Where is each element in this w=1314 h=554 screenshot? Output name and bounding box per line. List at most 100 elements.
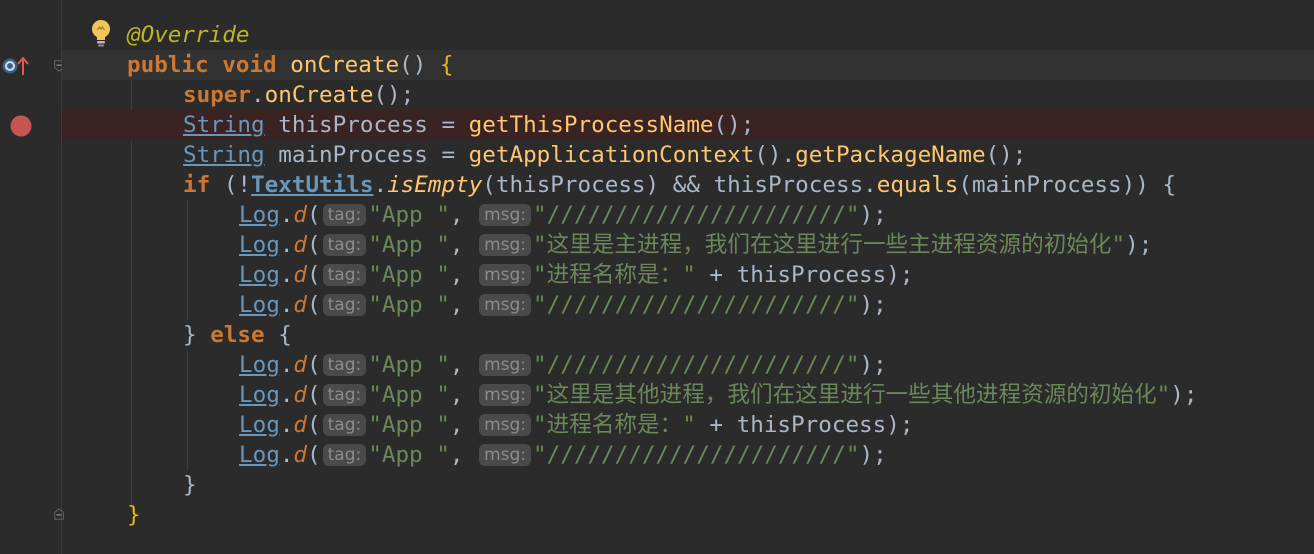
type-reference[interactable]: Log [239,352,280,378]
type-reference[interactable]: Log [239,232,280,258]
fold-open-icon[interactable] [53,60,65,72]
string-literal: "App " [368,412,450,438]
indent-guide [131,80,132,510]
punct: , [449,412,478,438]
punct: , [449,382,478,408]
string-literal: "这里是主进程，我们在这里进行一些主进程资源的初始化" [533,232,1126,258]
punct: (). [754,142,796,168]
punct: , [449,202,478,228]
code-line-16[interactable]: } [62,470,1314,500]
static-method-call[interactable]: d [293,412,308,438]
punct: ( [307,202,321,228]
code-line-4[interactable]: String thisProcess = getThisProcessName(… [62,110,1314,140]
code-line-14[interactable]: Log.d(tag:"App ", msg:"进程名称是：" + thisPro… [62,410,1314,440]
indent-guide [187,200,188,320]
type-reference[interactable]: String [183,142,265,168]
code-line-7[interactable]: Log.d(tag:"App ", msg:"/////////////////… [62,200,1314,230]
code-line-2[interactable]: public void onCreate() { [62,50,1314,80]
type-reference[interactable]: TextUtils [251,172,374,198]
static-method-call[interactable]: d [293,442,308,468]
param-hint-tag: tag: [322,384,367,406]
param-hint-tag: tag: [322,444,367,466]
punct: . [279,382,294,408]
punct: . [279,262,294,288]
type-reference[interactable]: Log [239,262,280,288]
static-method-call[interactable]: d [293,232,308,258]
param-hint-msg: msg: [479,384,532,406]
close-brace: } [183,472,197,498]
close-brace: } [127,502,141,528]
open-brace: { [439,52,454,78]
code-line-9[interactable]: Log.d(tag:"App ", msg:"进程名称是：" + thisPro… [62,260,1314,290]
punct: , [449,232,478,258]
param-hint-msg: msg: [479,354,532,376]
punct: , [449,262,478,288]
code-line-6[interactable]: if (!TextUtils.isEmpty(thisProcess) && t… [62,170,1314,200]
punct: ); [859,442,887,468]
punct: . [251,82,265,108]
param-hint-msg: msg: [479,234,532,256]
punct: ( [307,292,321,318]
punct: ); [1170,382,1198,408]
string-literal: "进程名称是：" [533,412,696,438]
type-reference[interactable]: Log [239,202,280,228]
static-method-call[interactable]: d [293,382,308,408]
static-method-call[interactable]: d [293,292,308,318]
keyword: super [183,82,252,108]
expression: + thisProcess); [695,412,914,438]
method-name[interactable]: onCreate [290,52,400,78]
static-method-call[interactable]: d [293,352,308,378]
method-call[interactable]: getThisProcessName [468,112,714,138]
punct: ( [307,352,321,378]
type-reference[interactable]: Log [239,442,280,468]
punct: . [279,442,294,468]
method-call[interactable]: getPackageName [795,142,986,168]
string-literal: "App " [368,352,450,378]
punct: ( [307,442,321,468]
string-literal: "这里是其他进程，我们在这里进行一些其他进程资源的初始化" [533,382,1171,408]
code-line-17[interactable]: } [62,500,1314,530]
punct: . [279,292,294,318]
type-reference[interactable]: Log [239,292,280,318]
breakpoint-icon[interactable] [9,114,33,138]
type-reference[interactable]: String [183,112,265,138]
editor-gutter[interactable] [0,0,65,554]
code-line-10[interactable]: Log.d(tag:"App ", msg:"/////////////////… [62,290,1314,320]
code-area[interactable]: @Override public void onCreate() { super… [62,0,1314,554]
code-line-13[interactable]: Log.d(tag:"App ", msg:"这里是其他进程，我们在这里进行一些… [62,380,1314,410]
punct: . [373,172,388,198]
override-method-icon[interactable] [1,55,31,77]
code-line-8[interactable]: Log.d(tag:"App ", msg:"这里是主进程，我们在这里进行一些主… [62,230,1314,260]
fold-close-icon[interactable] [53,508,65,520]
method-call[interactable]: onCreate [264,82,374,108]
param-hint-msg: msg: [479,444,532,466]
indent-guide [187,350,188,470]
code-line-15[interactable]: Log.d(tag:"App ", msg:"/////////////////… [62,440,1314,470]
param-hint-tag: tag: [322,204,367,226]
punct: ( [307,232,321,258]
param-hint-msg: msg: [479,264,532,286]
type-reference[interactable]: Log [239,412,280,438]
code-line-3[interactable]: super.onCreate(); [62,80,1314,110]
code-line-5[interactable]: String mainProcess = getApplicationConte… [62,140,1314,170]
lightbulb-icon[interactable] [89,18,113,48]
code-line-1[interactable]: @Override [62,20,1314,50]
punct: , [449,442,478,468]
static-method-call[interactable]: d [293,202,308,228]
punct: ); [859,352,887,378]
type-reference[interactable]: Log [239,382,280,408]
punct: (); [373,82,415,108]
static-method-call[interactable]: isEmpty [387,172,483,198]
expression: (thisProcess) && thisProcess. [482,172,877,198]
code-line-12[interactable]: Log.d(tag:"App ", msg:"/////////////////… [62,350,1314,380]
method-call[interactable]: getApplicationContext [468,142,755,168]
code-line-11[interactable]: } else { [62,320,1314,350]
punct: ( [307,262,321,288]
static-method-call[interactable]: d [293,262,308,288]
method-call[interactable]: equals [876,172,959,198]
string-literal: "App " [368,232,450,258]
param-hint-tag: tag: [322,414,367,436]
open-brace: { [264,322,292,348]
string-literal: "App " [368,382,450,408]
